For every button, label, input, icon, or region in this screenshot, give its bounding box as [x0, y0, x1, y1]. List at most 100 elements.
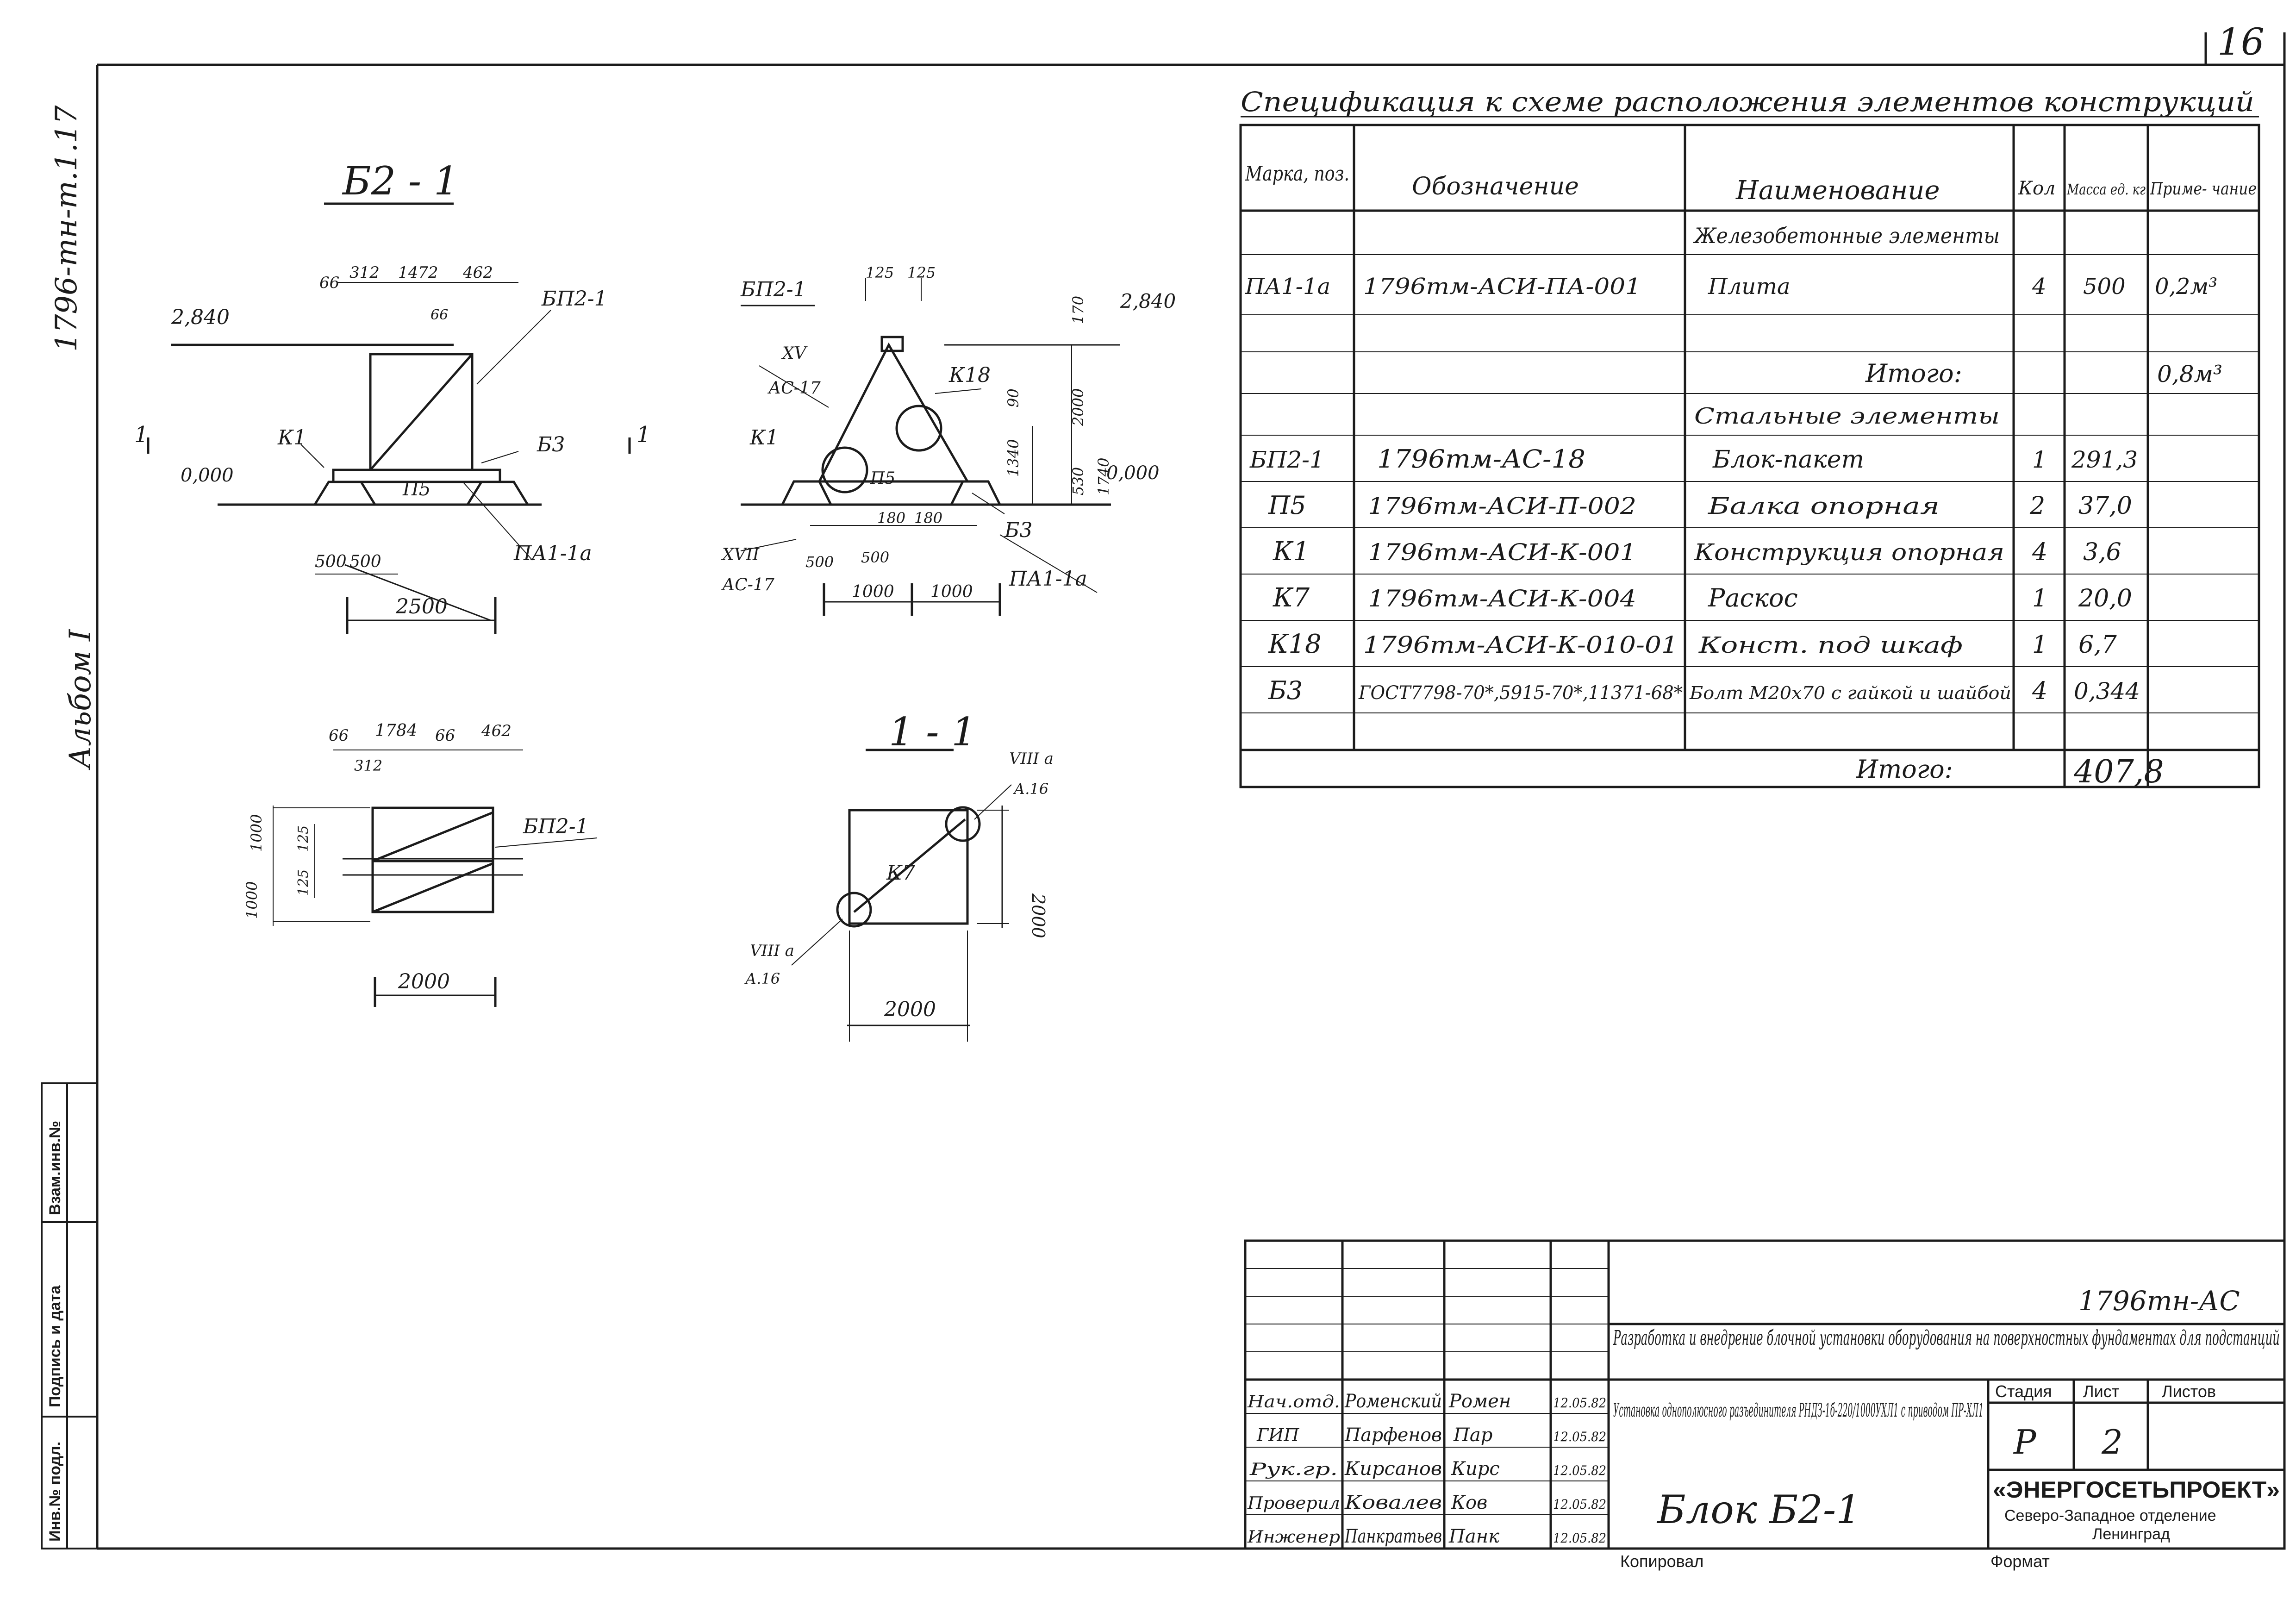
spec-cell-mass: 500 [2083, 274, 2126, 300]
spec-header-mark: Марка, поз. [1245, 162, 1349, 186]
approval-strip: Инв.№ подл. Подпись и дата Взам.инв.№ [41, 1082, 98, 1549]
signatory-name: Парфенов [1344, 1424, 1442, 1446]
stamp-sheet-header: Лист [2083, 1382, 2119, 1401]
plan-dim-1000a: 1000 [248, 814, 265, 852]
spec-cell-name: Болт М20х70 с гайкой и шайбой [1689, 683, 2011, 703]
view-side: БП2-1 2,840 0,000 XV АС-17 К18 К1 П5 Б3 … [721, 264, 1176, 616]
side-label-k18: К18 [948, 363, 991, 387]
side-dim-500b: 500 [861, 549, 889, 566]
spec-cell-qty: 4 [2032, 538, 2047, 566]
spec-cell-name: Блок-пакет [1712, 446, 1864, 474]
spec-cell-qty: 1 [2032, 585, 2047, 612]
side-dim-1000a: 1000 [852, 582, 894, 601]
signatory-date: 12.05.82 [1553, 1497, 1606, 1512]
spec-cell-qty: 4 [2032, 274, 2046, 300]
strip-inv-podl: Инв.№ подл. [46, 1442, 64, 1542]
strip-podpis: Подпись и дата [46, 1285, 64, 1407]
view-section: 1 - 1 VIII а А.16 VIII а А.16 К7 2000 20… [744, 709, 1054, 1042]
plan-dim-1784: 1784 [375, 721, 418, 740]
side-dim-90: 90 [1004, 388, 1022, 407]
spec-cell-name: Балка опорная [1708, 493, 1940, 519]
page-number: 16 [2217, 20, 2265, 63]
title-block: 1796тн-АС Разработка и внедрение блочной… [1244, 1239, 2286, 1571]
spec-cell-designation: 1796тм-АСИ-К-010-01 [1363, 631, 1678, 658]
elev-label-blp: БП2-1 [541, 287, 607, 311]
spec-cell-mark: ПА1-1а [1245, 274, 1330, 300]
side-elev-zero: 0,000 [1106, 462, 1160, 484]
spec-cell-mass: 291,3 [2071, 446, 2138, 473]
spec-cell-name: Конст. под шкаф [1698, 632, 1963, 658]
side-dim-125b: 125 [907, 264, 936, 281]
spec-cell-designation: 1796тм-АСИ-К-001 [1368, 539, 1636, 566]
stamp-org-city: Ленинград [2092, 1525, 2170, 1543]
elev-label-k1: К1 [277, 426, 306, 450]
spec-cell-mark: К1 [1273, 537, 1310, 567]
section-dim-2000h: 2000 [884, 998, 936, 1021]
elev-top-mark: 2,840 [171, 306, 230, 329]
elev-dim-1472: 1472 [398, 263, 438, 282]
side-label-ac17b: АС-17 [721, 575, 774, 594]
spec-cell-name: Раскос [1708, 583, 1798, 612]
section-label-k7: К7 [886, 861, 915, 885]
spec-title: Спецификация к схеме расположения элемен… [1241, 86, 2254, 118]
signatory-role: Инженер [1247, 1528, 1340, 1547]
stamp-sheets-header: Листов [2162, 1382, 2216, 1401]
elev-label-pa1: ПА1-1а [513, 542, 592, 565]
spec-cell-qty: 1 [2032, 446, 2047, 473]
side-dim-1000b: 1000 [930, 582, 973, 601]
stamp-stage-header: Стадия [1995, 1382, 2052, 1401]
spec-row: ПА1-1а 1796тм-АСИ-ПА-001 Плита 4 500 0,2… [1245, 274, 2217, 300]
side-label-ac17a: АС-17 [767, 379, 821, 398]
side-dim-180a: 180 [877, 509, 905, 527]
side-note: 1796-тн-т.1.17 [50, 105, 84, 352]
signatory-date: 12.05.82 [1553, 1395, 1606, 1411]
signatory-row: Проверил Ковалев Ков 12.05.82 [1247, 1492, 1606, 1513]
spec-total-label: Итого: [1856, 755, 1953, 784]
spec-cell-mark: П5 [1268, 491, 1306, 520]
side-label-b3: Б3 [1004, 518, 1032, 542]
section-label-viii-top: VIII а [1009, 750, 1054, 768]
elev-dim-312: 312 [349, 263, 380, 282]
spec-cell-name: Плита [1708, 274, 1790, 300]
spec-cell-mark: БП2-1 [1249, 446, 1324, 473]
stamp-description: Установка однополюсного разъединителя РН… [1613, 1400, 1984, 1421]
spec-total-value: 407,8 [2073, 754, 2164, 790]
section-label-a16-top: А.16 [1013, 780, 1048, 798]
signatory-signature: Кирс [1451, 1458, 1500, 1480]
stamp-copied-label: Копировал [1620, 1552, 1703, 1571]
side-dim-180b: 180 [914, 509, 942, 527]
side-dim-2000: 2000 [1069, 388, 1087, 426]
signatory-role: Рук.гр. [1249, 1460, 1338, 1479]
spec-cell-note: 0,2м³ [2155, 274, 2217, 300]
signatory-role: ГИП [1256, 1425, 1299, 1445]
spec-cell-mass: 37,0 [2078, 492, 2132, 520]
signatory-signature: Пар [1453, 1424, 1492, 1446]
spec-row: К1 1796тм-АСИ-К-001 Конструкция опорная … [1273, 537, 2121, 567]
spec-row: Б3 ГОСТ7798-70*,5915-70*,11371-68* Болт … [1268, 676, 2140, 705]
elev-zero-mark: 0,000 [181, 465, 234, 486]
spec-row: Стальные элементы [1694, 403, 2000, 429]
section-mark-left: 1 [134, 422, 149, 448]
elev-label-b3: Б3 [537, 433, 565, 456]
spec-table: Спецификация к схеме расположения элемен… [1239, 86, 2260, 790]
spec-cell-name: Железобетонные элементы [1693, 223, 2000, 248]
side-dim-500a: 500 [805, 553, 834, 571]
stamp-org-branch: Северо-Западное отделение [2004, 1507, 2216, 1524]
side-label-k1: К1 [749, 426, 779, 450]
spec-cell-mass: 3,6 [2083, 538, 2121, 566]
spec-row: К18 1796тм-АСИ-К-010-01 Конст. под шкаф … [1268, 629, 2117, 659]
spec-cell-note: 0,8м³ [2157, 361, 2222, 387]
side-label-xvii: XVII [721, 545, 760, 564]
spec-cell-qty: 2 [2029, 492, 2045, 520]
section-mark-right: 1 [636, 422, 651, 448]
sheet-frame [96, 32, 2286, 1550]
signatory-date: 12.05.82 [1553, 1463, 1606, 1478]
stamp-code: 1796тн-АС [2078, 1285, 2240, 1317]
elev-label-p5: П5 [402, 479, 430, 500]
spec-row: Железобетонные элементы [1693, 223, 2000, 248]
spec-cell-designation: 1796тм-АСИ-П-002 [1368, 493, 1636, 519]
signatory-row: Нач.отд. Роменский Ромен 12.05.82 [1247, 1391, 1606, 1412]
stamp-sheet-value: 2 [2101, 1423, 2123, 1462]
elev-dim-66b: 66 [430, 307, 448, 323]
signatory-name: Роменский [1344, 1391, 1442, 1412]
